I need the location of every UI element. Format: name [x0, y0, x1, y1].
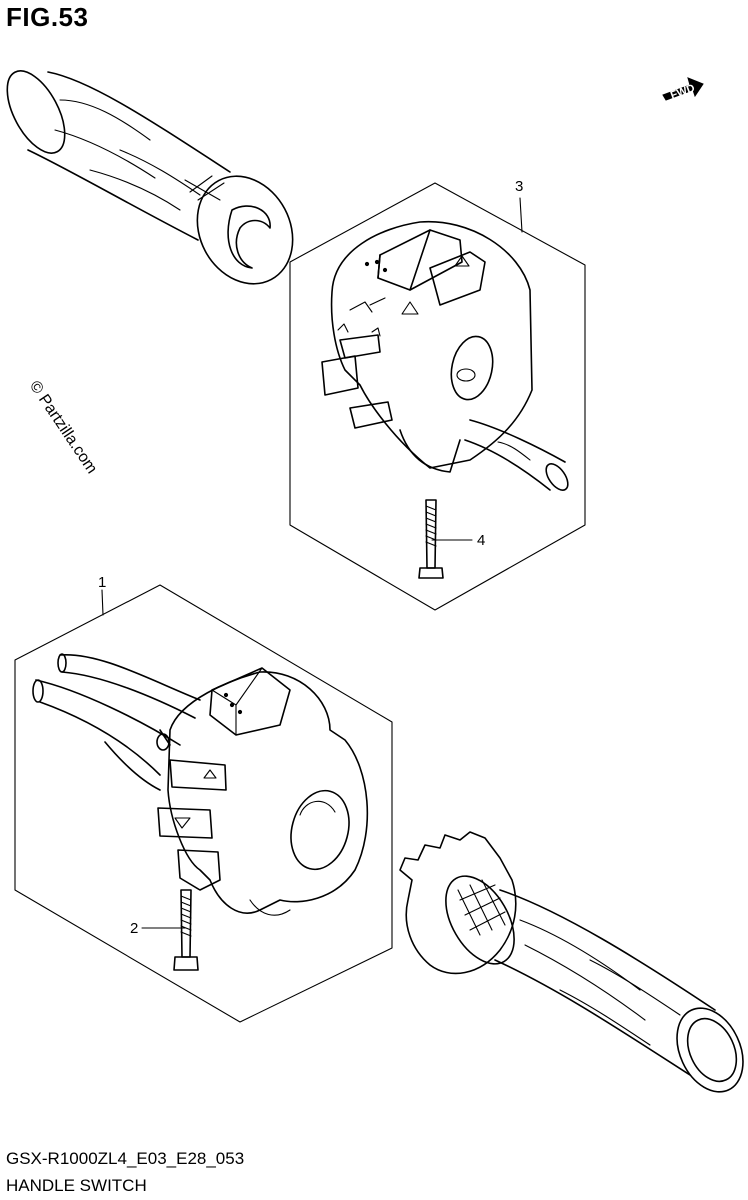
- right-switch-assembly: [14, 584, 393, 1023]
- callouts: 3 1 4 2: [98, 178, 523, 937]
- left-switch-screw: [418, 499, 444, 579]
- figure-title: FIG.53: [6, 2, 89, 32]
- fwd-direction-badge: FWD: [662, 77, 704, 102]
- right-switch-screw: [173, 889, 199, 971]
- right-throttle-grip: [399, 831, 744, 1093]
- callout-3: 3: [515, 178, 523, 195]
- figure-code: GSX-R1000ZL4_E03_E28_053: [6, 1149, 245, 1168]
- arrow-icon: [662, 77, 704, 101]
- callout-4: 4: [477, 532, 485, 549]
- left-grip: [6, 70, 294, 285]
- callout-1: 1: [98, 574, 106, 591]
- callout-2: 2: [130, 920, 138, 937]
- left-switch-assembly: [289, 182, 586, 611]
- fwd-label: FWD: [669, 82, 697, 102]
- figure-name: HANDLE SWITCH: [6, 1176, 147, 1195]
